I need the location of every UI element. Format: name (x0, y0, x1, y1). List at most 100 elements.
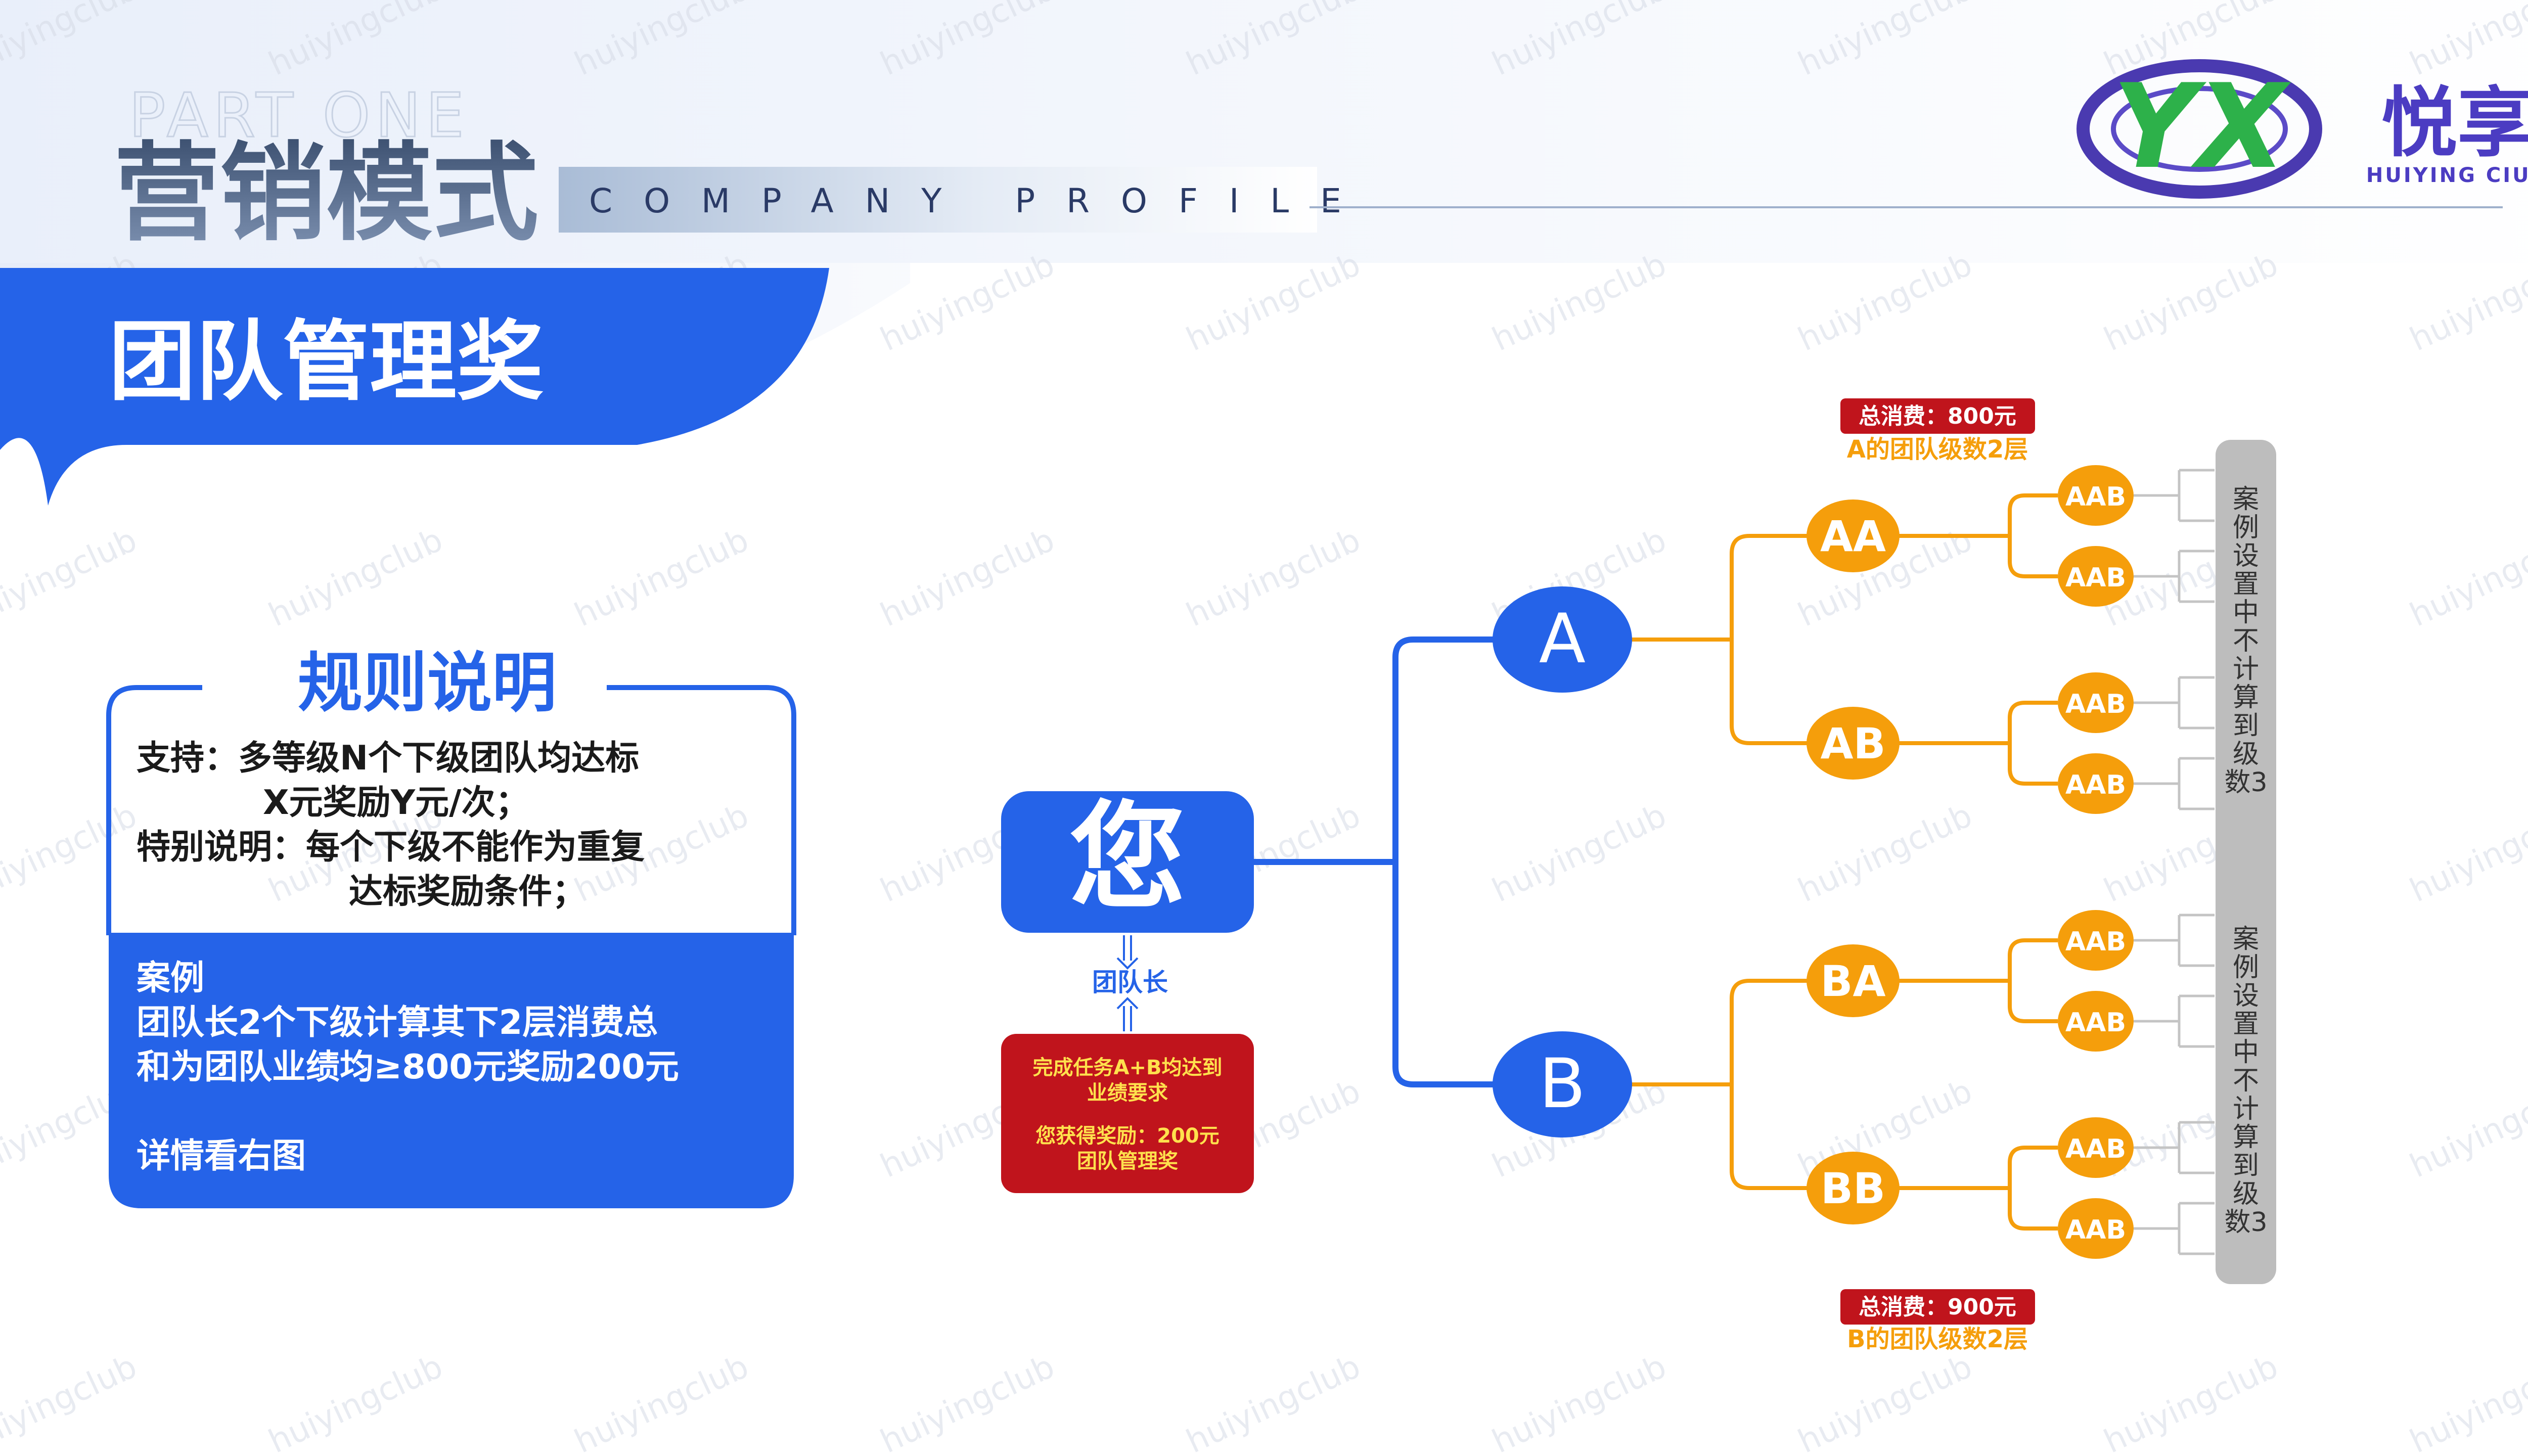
node-aab-5-label: AAB (2065, 927, 2126, 957)
level3-exclusion-bar (2216, 440, 2276, 1284)
watermark-text: huiyingclub (1486, 797, 1672, 909)
rules-frame-left (106, 685, 202, 935)
watermark-text: huiyingclub (569, 1348, 754, 1456)
node-aab-7-label: AAB (2065, 1134, 2126, 1164)
reward-line-3: 您获得奖励：200元 (1035, 1124, 1220, 1148)
connector-a-b (1392, 636, 1497, 1087)
part-label: PART ONE (129, 81, 469, 151)
node-b-label: B (1539, 1044, 1586, 1123)
support-label: 支持： (137, 738, 238, 778)
banner-shape (0, 268, 829, 506)
watermark-text: huiyingclub (263, 521, 448, 634)
gray-brackets (2134, 469, 2215, 1255)
watermark-text: huiyingclub (0, 521, 143, 634)
logo-brand-sub: HUIYING CIUB (2366, 164, 2528, 187)
node-aab-1: AAB (2058, 465, 2134, 526)
support-line-1: 支持：多等级N个下级团队均达标 (137, 736, 804, 780)
subtitle: COMPANY PROFILE (589, 181, 1373, 220)
watermark-text: huiyingclub (2404, 1348, 2528, 1456)
node-ab: AB (1807, 707, 1900, 780)
special-text-1: 每个下级不能作为重复 (306, 827, 645, 867)
case-line-2: 和为团队业绩均≥800元奖励200元 (137, 1047, 679, 1086)
level3-nodes: AAB AAB AAB AAB AAB AAB AAB AAB (2058, 465, 2134, 1259)
watermark-text: huiyingclub (2404, 797, 2528, 909)
connectors-level2 (1631, 493, 2058, 1231)
top-caption: A的团队级数2层 (1847, 435, 2028, 464)
section-title: 营销模式 (114, 131, 538, 255)
node-aab-4-label: AAB (2065, 770, 2126, 800)
node-a-label: A (1539, 599, 1586, 678)
node-aab-6: AAB (2058, 991, 2134, 1052)
node-ba: BA (1807, 944, 1900, 1017)
logo: YX 悦享 HUIYING CIUB (2076, 59, 2528, 199)
support-text-2: X元奖励Y元/次； (263, 783, 529, 822)
top-total: 总消费：800元 (1859, 403, 2016, 429)
special-line-1: 特别说明：每个下级不能作为重复 (137, 825, 804, 869)
watermark-text: huiyingclub (263, 1348, 448, 1456)
watermark-text: huiyingclub (875, 1348, 1060, 1456)
node-bb: BB (1807, 1152, 1900, 1224)
node-aab-3-label: AAB (2065, 689, 2126, 719)
bottom-total: 总消费：900元 (1859, 1294, 2016, 1320)
rules-title: 规则说明 (298, 646, 557, 721)
root-caption: 团队长 (1092, 968, 1168, 997)
case-spacer (137, 1089, 804, 1133)
root-node-label: 您 (1069, 790, 1186, 925)
watermark-text: huiyingclub (2404, 521, 2528, 634)
top-total-badge (1840, 398, 2035, 434)
bottom-caption: B的团队级数2层 (1847, 1325, 2028, 1353)
node-bb-label: BB (1821, 1164, 1885, 1213)
root-arrows (1116, 935, 1139, 1031)
node-aab-6-label: AAB (2065, 1008, 2126, 1038)
rules-frame-right (607, 685, 796, 935)
logo-inner-ring (2111, 86, 2288, 172)
connector-ba-children (2008, 938, 2058, 1023)
watermark-text: huiyingclub (2404, 1072, 2528, 1185)
logo-brand-name: 悦享 (2381, 79, 2528, 167)
case-box (109, 933, 794, 1208)
watermark-text: huiyingclub (1181, 521, 1366, 634)
reward-line-2: 业绩要求 (1087, 1081, 1168, 1105)
watermark-text: huiyingclub (2098, 1348, 2284, 1456)
node-aab-4: AAB (2058, 753, 2134, 814)
node-ba-label: BA (1820, 957, 1885, 1006)
watermark-text: huiyingclub (569, 521, 754, 634)
special-text-2: 达标奖励条件； (349, 872, 586, 911)
reward-line-1: 完成任务A+B均达到 (1033, 1056, 1223, 1079)
connectors-level1 (1254, 636, 1497, 1087)
subtitle-band (559, 167, 1317, 233)
note-bottom: 案例设置中不计算到级数3 (2224, 924, 2268, 1238)
connector-ba-bb (1730, 979, 1813, 1190)
special-label: 特别说明： (137, 827, 306, 867)
node-aab-5: AAB (2058, 910, 2134, 971)
bottom-total-badge (1840, 1289, 2035, 1325)
logo-ring (2076, 59, 2322, 199)
connector-ab-children (2008, 701, 2058, 786)
reward-line-4: 团队管理奖 (1077, 1150, 1178, 1173)
rules-body: 支持：多等级N个下级团队均达标 X元奖励Y元/次； 特别说明：每个下级不能作为重… (137, 736, 804, 914)
node-aab-8-label: AAB (2065, 1215, 2126, 1245)
reward-box (1001, 1034, 1254, 1193)
watermark-text: huiyingclub (875, 521, 1060, 634)
note-top: 案例设置中不计算到级数3 (2224, 484, 2268, 798)
watermark-text: huiyingclub (0, 797, 143, 909)
logo-mark: YX (2112, 60, 2291, 195)
connector-aa-ab (1730, 534, 1813, 745)
node-aab-1-label: AAB (2065, 482, 2126, 512)
node-b: B (1493, 1031, 1632, 1138)
node-aab-7: AAB (2058, 1117, 2134, 1178)
connector-aa-children (2008, 493, 2058, 578)
node-aa-label: AA (1820, 512, 1886, 561)
support-text-1: 多等级N个下级团队均达标 (238, 738, 640, 778)
node-aab-3: AAB (2058, 672, 2134, 733)
node-aab-2: AAB (2058, 546, 2134, 607)
watermark-text: huiyingclub (1486, 1348, 1672, 1456)
case-body: 案例 团队长2个下级计算其下2层消费总 和为团队业绩均≥800元奖励200元 详… (137, 956, 804, 1178)
case-line-1: 团队长2个下级计算其下2层消费总 (137, 1003, 658, 1042)
case-title: 案例 (137, 958, 204, 997)
node-a: A (1493, 586, 1632, 693)
banner-title: 团队管理奖 (109, 311, 544, 413)
node-ab-label: AB (1820, 719, 1885, 768)
node-aa: AA (1807, 499, 1900, 572)
case-line-3: 详情看右图 (137, 1136, 306, 1175)
